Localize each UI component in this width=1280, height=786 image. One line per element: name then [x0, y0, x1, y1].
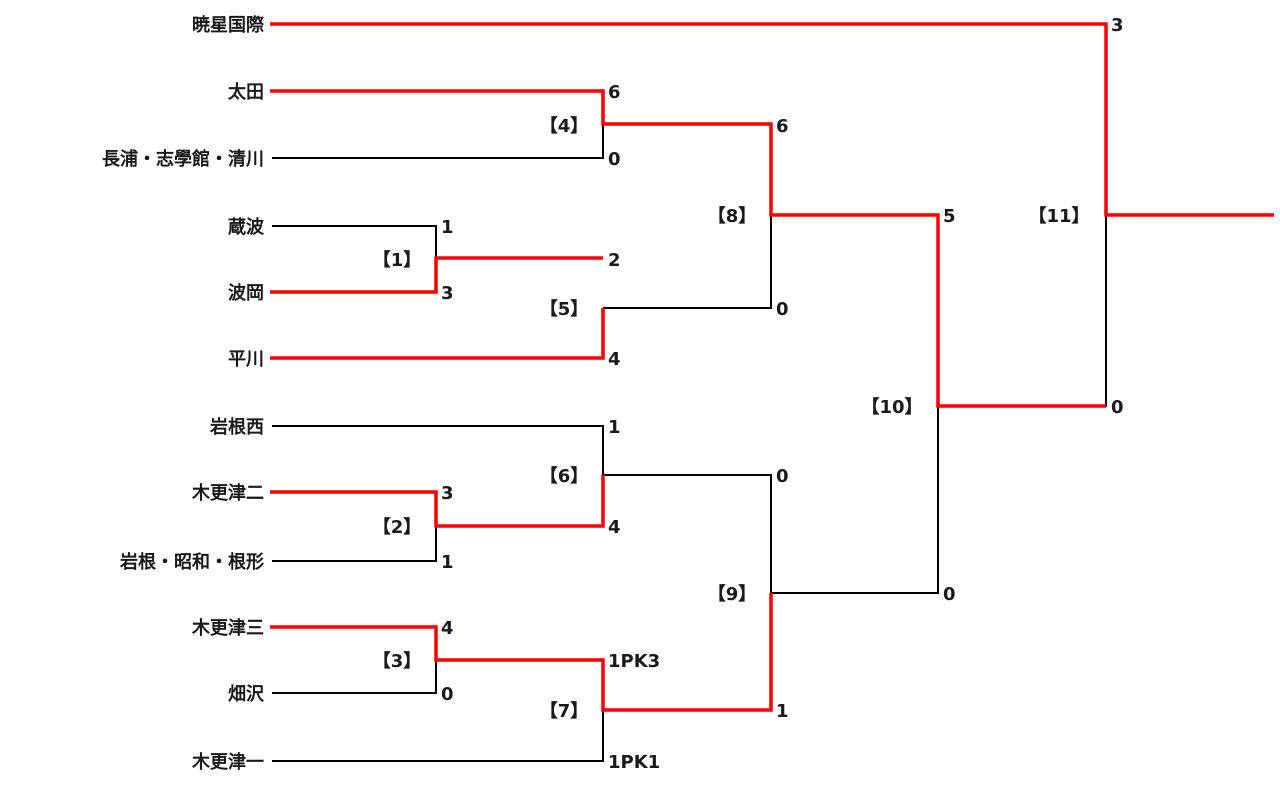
team-name: 岩根西 [209, 416, 264, 438]
match-numbers: 【1】 【2】 【3】 【4】 【5】 【6】 【7】 【8】 【9】 【10】… [373, 116, 1090, 722]
score: 1PK1 [608, 752, 660, 773]
line-iwane-showa [272, 526, 437, 562]
team-name: 長浦・志學館・清川 [102, 148, 264, 170]
score: 3 [1111, 15, 1124, 36]
team-name: 太田 [228, 81, 264, 103]
match-number: 【5】 [540, 299, 589, 320]
score: 0 [608, 149, 621, 170]
score: 5 [943, 206, 956, 227]
line-m9-loser [771, 406, 939, 594]
match-number: 【1】 [373, 250, 422, 271]
line-nagaura [272, 124, 604, 159]
line-namioka [270, 256, 603, 294]
score: 0 [1111, 397, 1124, 418]
match-number: 【10】 [861, 397, 922, 418]
score: 1 [441, 552, 454, 573]
line-ota [270, 89, 1106, 408]
score: 4 [441, 618, 454, 639]
score: 3 [441, 283, 454, 304]
score: 4 [608, 517, 621, 538]
score: 0 [776, 299, 789, 320]
line-iwanenishi [272, 425, 604, 475]
team-name: 木更津一 [191, 751, 264, 773]
losing-paths [272, 124, 1107, 762]
match-number: 【6】 [540, 466, 589, 487]
score: 1PK3 [608, 651, 660, 672]
match-number: 【2】 [373, 517, 422, 538]
match-number: 【8】 [708, 206, 757, 227]
line-kisarazu1 [272, 710, 604, 762]
match-number: 【4】 [540, 116, 589, 137]
team-name: 暁星国際 [192, 14, 265, 36]
match-number: 【7】 [540, 701, 589, 722]
score: 1 [441, 217, 454, 238]
score: 0 [943, 584, 956, 605]
score: 1 [776, 701, 789, 722]
team-name: 岩根・昭和・根形 [119, 551, 264, 573]
winning-paths [270, 22, 1274, 712]
score: 4 [608, 349, 621, 370]
line-hatazawa [272, 660, 437, 694]
team-name: 木更津二 [191, 482, 264, 504]
match-number: 【9】 [708, 584, 757, 605]
line-gyosei [270, 22, 1274, 217]
line-m10-loser [938, 215, 1107, 407]
line-hirakawa [270, 308, 605, 360]
score: 0 [776, 466, 789, 487]
team-name: 波岡 [228, 282, 264, 304]
scores: 1 3 3 1 4 0 6 0 2 4 1 4 1PK3 1PK1 6 0 0 … [441, 15, 1124, 773]
score: 1 [608, 417, 621, 438]
line-kuranami [272, 225, 437, 258]
team-name: 蔵波 [228, 216, 265, 238]
score: 0 [441, 684, 454, 705]
line-kisarazu2 [270, 475, 605, 528]
match-number: 【3】 [373, 651, 422, 672]
team-name: 木更津三 [191, 617, 264, 639]
line-kisarazu3 [270, 593, 773, 712]
score: 3 [441, 483, 454, 504]
score: 6 [776, 116, 789, 137]
line-m6-loser [603, 474, 772, 593]
score: 6 [608, 82, 621, 103]
team-names: 暁星国際 太田 長浦・志學館・清川 蔵波 波岡 平川 岩根西 木更津二 岩根・昭… [102, 14, 265, 773]
team-name: 平川 [228, 349, 264, 370]
score: 2 [608, 250, 621, 271]
match-number: 【11】 [1028, 206, 1089, 227]
line-m5-loser [603, 215, 772, 309]
team-name: 畑沢 [228, 683, 265, 705]
